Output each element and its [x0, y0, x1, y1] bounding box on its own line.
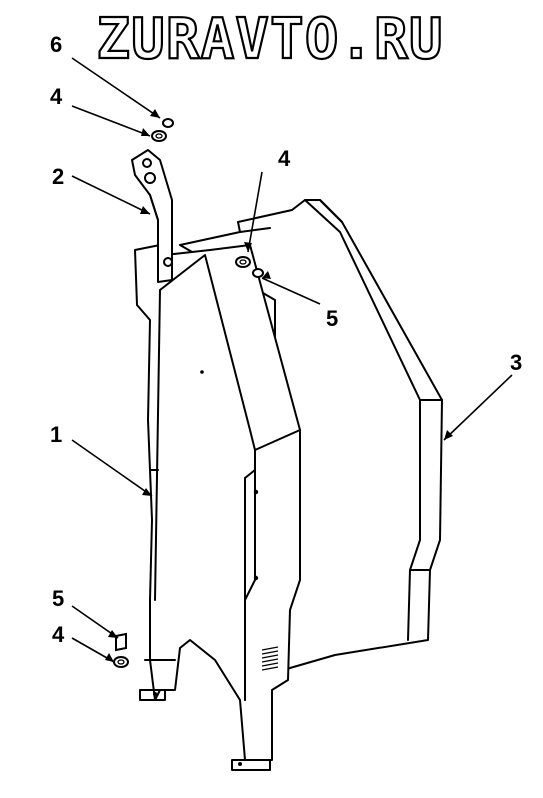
hole-icon	[200, 370, 204, 374]
washer-icon	[113, 656, 129, 668]
hardware-top	[151, 118, 174, 142]
bolt-hole-icon	[142, 158, 152, 168]
bolt-icon	[162, 118, 174, 128]
hole-icon	[253, 489, 259, 495]
callout-labels: 6 4 2 4 5 3 1 5 4	[50, 32, 522, 647]
washer-icon	[151, 130, 167, 142]
bolt-icon	[115, 632, 127, 652]
hole-icon	[238, 762, 242, 766]
callout-5: 5	[52, 586, 64, 611]
callout-4: 4	[278, 146, 291, 171]
main-shield-part-1	[134, 244, 301, 771]
callout-6: 6	[50, 32, 62, 57]
callout-4: 4	[52, 622, 65, 647]
callout-2: 2	[52, 164, 64, 189]
bracket-part-2	[131, 149, 173, 283]
arrow-heads	[105, 109, 453, 662]
leader-lines	[71, 57, 513, 663]
bolt-hole-icon	[144, 172, 156, 184]
hole-icon	[253, 575, 259, 581]
vent-slots	[261, 646, 279, 671]
hardware-middle	[235, 256, 264, 278]
callout-4: 4	[50, 84, 63, 109]
foot-left	[139, 689, 166, 701]
callout-5: 5	[326, 306, 338, 331]
hardware-bottom	[113, 632, 129, 668]
hole-icon	[153, 692, 157, 696]
callout-3: 3	[510, 350, 522, 375]
watermark-text: ZURAVTO.RU	[96, 7, 443, 72]
foot-right	[231, 759, 271, 771]
bolt-icon	[252, 268, 264, 278]
washer-icon	[235, 256, 251, 268]
bolt-hole-icon	[163, 257, 173, 267]
callout-1: 1	[50, 422, 62, 447]
